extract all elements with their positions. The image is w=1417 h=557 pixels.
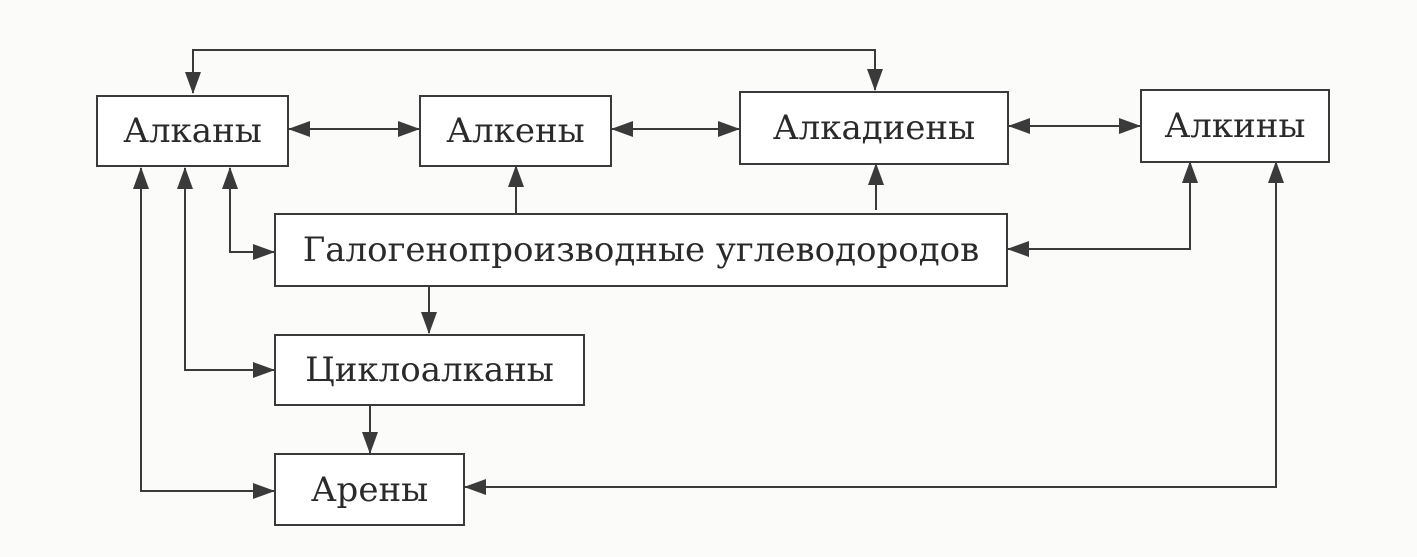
arrow-alkanes-arenes [133, 167, 275, 499]
arrow-alkanes-halogen [222, 167, 275, 260]
arrow-halogen-alkynes [1007, 161, 1198, 257]
node-alkynes: Алкины [1140, 89, 1330, 163]
node-alkadienes: Алкадиены [739, 91, 1009, 165]
node-arenes: Арены [274, 453, 465, 526]
node-halogen-derivatives: Галогенопроизводные углеводородов [274, 213, 1008, 287]
node-alkanes: Алканы [96, 95, 289, 167]
node-cycloalkanes: Циклоалканы [274, 334, 585, 406]
arrow-alkanes-alkadienes-top [185, 49, 883, 94]
node-alkenes: Алкены [419, 95, 612, 167]
arrow-alkynes-arenes [464, 161, 1284, 495]
